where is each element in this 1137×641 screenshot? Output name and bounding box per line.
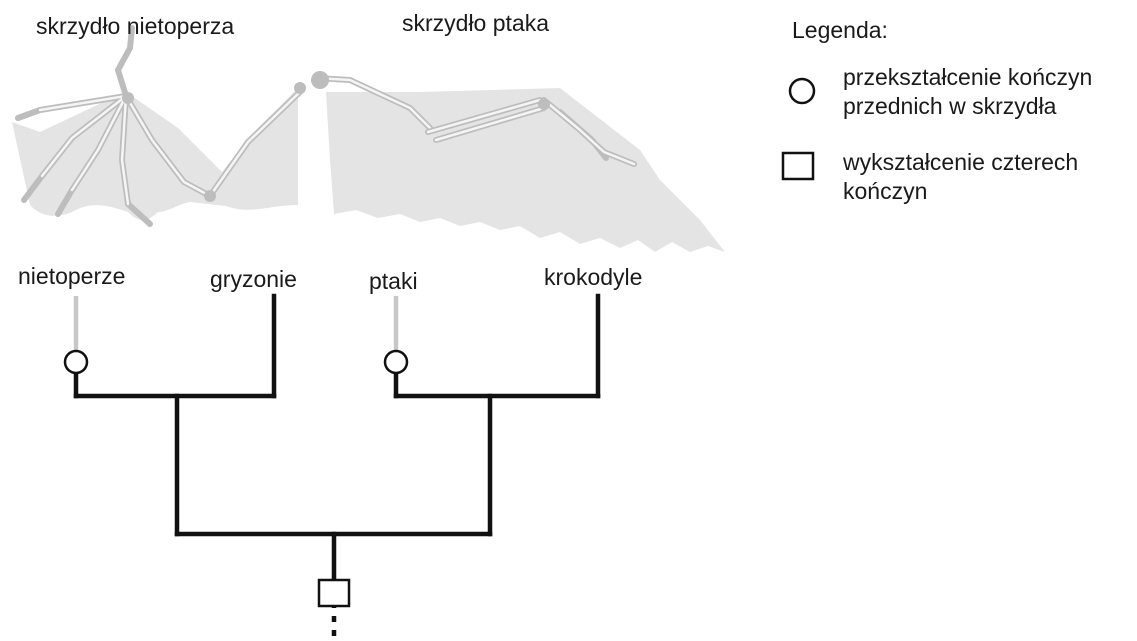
wing-origin-circle-ptaki [383, 349, 409, 375]
bat-wing-illustration [12, 25, 305, 227]
legend-item-square-line1: wykształcenie czterech [842, 149, 1078, 175]
bird-wing-label: skrzydło ptaka [402, 10, 549, 36]
legend-item-square-line2: kończyn [843, 178, 927, 204]
taxon-label-nietoperze: nietoperze [18, 263, 125, 289]
legend-title: Legenda: [792, 17, 888, 43]
four-limbs-square [317, 578, 351, 608]
bat-wing-label: skrzydło nietoperza [36, 13, 234, 39]
taxon-label-gryzonie: gryzonie [210, 266, 297, 292]
wing-origin-circle-nietoperze [63, 349, 89, 375]
legend-item-circle-line2: przednich w skrzydła [843, 93, 1057, 119]
taxon-label-ptaki: ptaki [369, 268, 418, 294]
legend-circle-icon [788, 77, 816, 105]
phylogenetic-tree [63, 293, 601, 641]
bird-wing-illustration [294, 71, 725, 252]
taxon-label-krokodyle: krokodyle [544, 264, 642, 290]
legend-item-circle-line1: przekształcenie kończyn [843, 64, 1092, 90]
legend: Legenda: przekształcenie kończyn przedni… [781, 17, 1092, 204]
legend-square-icon [781, 151, 815, 181]
